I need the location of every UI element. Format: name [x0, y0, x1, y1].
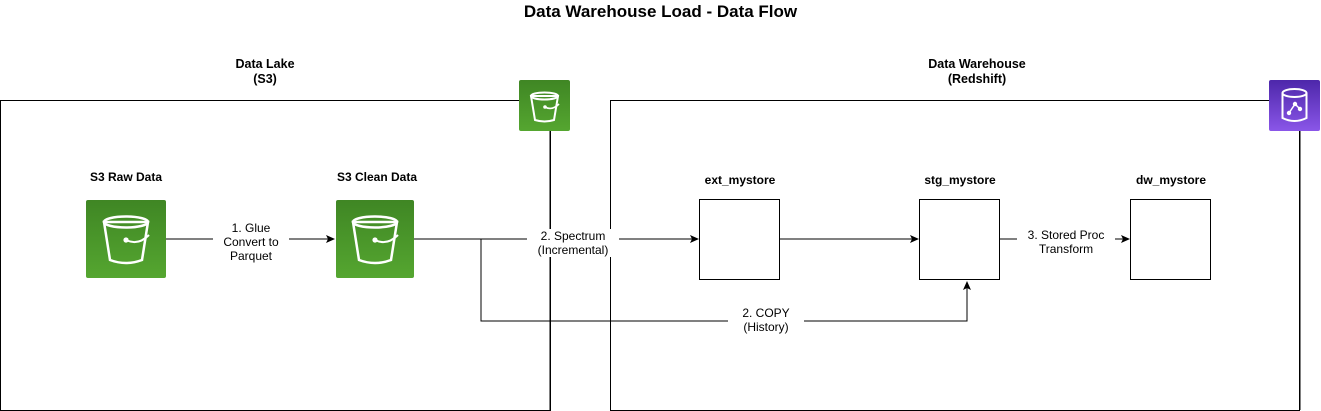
node-ext-box[interactable]: [699, 199, 780, 280]
node-dw-box[interactable]: [1130, 199, 1211, 280]
node-raw-label: S3 Raw Data: [89, 170, 163, 184]
data-lake-label: Data Lake (S3): [235, 57, 295, 86]
edge-glue-label: 1. Glue Convert to Parquet: [213, 221, 289, 263]
node-ext-label: ext_mystore: [704, 173, 776, 187]
s3-bucket-icon: [519, 80, 570, 131]
node-stg-label: stg_mystore: [924, 173, 996, 187]
diagram-title: Data Warehouse Load - Data Flow: [523, 2, 798, 21]
data-warehouse-label: Data Warehouse (Redshift): [928, 57, 1026, 86]
redshift-icon: [1269, 80, 1320, 131]
edge-proc-label: 3. Stored Proc Transform: [1017, 228, 1115, 256]
s3-bucket-icon[interactable]: [336, 200, 414, 278]
s3-bucket-icon[interactable]: [86, 200, 166, 278]
edge-copy: [480, 239, 971, 322]
edge-spectrum-label: 2. Spectrum (Incremental): [527, 229, 619, 257]
edge-copy-label: 2. COPY (History): [728, 306, 804, 334]
node-clean-label: S3 Clean Data: [336, 170, 418, 184]
node-dw-label: dw_mystore: [1135, 173, 1207, 187]
node-stg-box[interactable]: [919, 199, 1000, 280]
